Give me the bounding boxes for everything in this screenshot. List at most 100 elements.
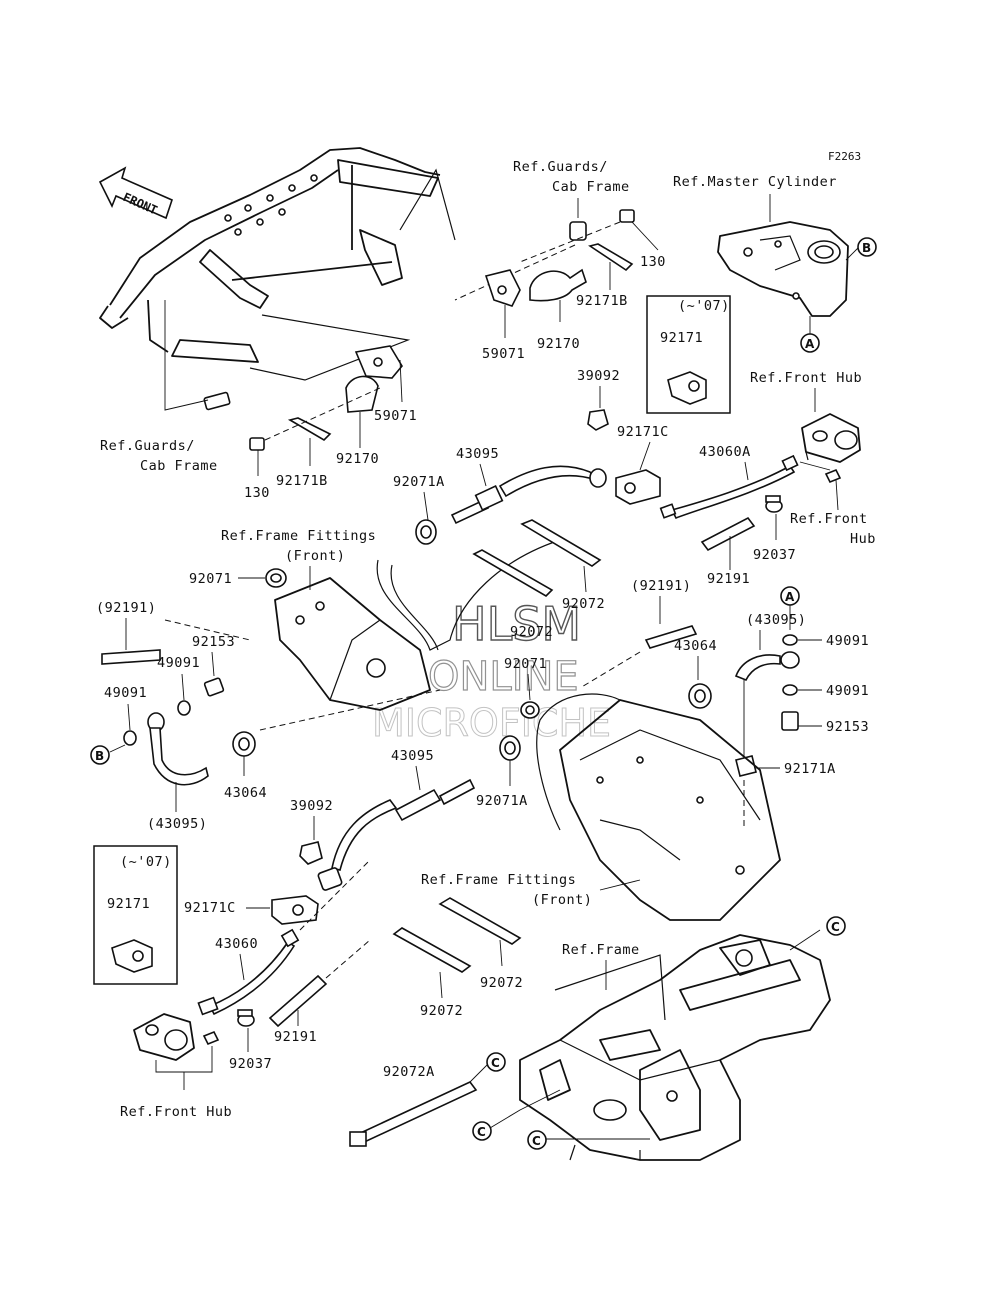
ref-guards-left-line1: Ref.Guards/	[100, 438, 195, 454]
front-hub-bottom-drawing	[133, 1013, 195, 1061]
part-59071-top: 59071	[482, 346, 525, 362]
tube-92191-mid	[644, 625, 698, 649]
part-39092-mid: 39092	[290, 798, 333, 814]
part-92191-paren-mid: (92191)	[631, 578, 691, 594]
part-43095-paren-left: (43095)	[147, 816, 207, 832]
tube-92191-left	[101, 649, 161, 665]
hose-43060A	[659, 454, 799, 520]
front-hub-right-drawing	[801, 413, 861, 463]
callout-a-right: A	[780, 586, 800, 606]
part-92071-left: 92071	[189, 571, 232, 587]
clip-39092-top	[587, 409, 609, 431]
frame-fitting-left-drawing	[274, 577, 431, 711]
part-92170-mid: 92170	[336, 451, 379, 467]
tube-92191-bottom	[268, 974, 328, 1028]
ref-frame-fittings-top-line1: Ref.Frame Fittings	[221, 528, 376, 544]
part-92171C-top: 92171C	[617, 424, 669, 440]
part-92191-right: 92191	[707, 571, 750, 587]
grommet-92071-mid	[520, 701, 540, 719]
tie-92072-bottom-a	[438, 897, 522, 945]
part-92191-bottom: 92191	[274, 1029, 317, 1045]
watermark-line1: HLSM	[452, 597, 581, 651]
part-43060: 43060	[215, 936, 258, 952]
tie-92072-bottom-b	[392, 927, 472, 973]
part-92071A-mid: 92071A	[476, 793, 528, 809]
ref-frame-fittings-top-line2: (Front)	[285, 548, 345, 564]
callout-c-a: C	[486, 1052, 506, 1072]
callout-b-left: B	[90, 745, 110, 765]
bolt-130-mid	[249, 437, 265, 451]
part-92037-bottom: 92037	[229, 1056, 272, 1072]
watermark: HLSM ONLINE MICROFICHE	[372, 596, 612, 745]
callout-a-top-text: A	[805, 337, 815, 351]
clamp-92037-right	[765, 495, 783, 513]
variant-box-left-year: (~'07)	[120, 854, 172, 870]
part-92072-top2: 92072	[510, 624, 553, 640]
diagram-code: F2263	[828, 150, 861, 163]
washer-49091-right-b	[782, 684, 798, 696]
part-49091-left-a: 49091	[157, 655, 200, 671]
ref-frame-fittings-mid-line2: (Front)	[532, 892, 592, 908]
part-43095-mid: 43095	[391, 748, 434, 764]
callout-c-c-text: C	[477, 1125, 486, 1139]
part-43095-paren-right: (43095)	[746, 612, 806, 628]
grommet-92071A-top	[415, 519, 437, 545]
washer-49091-right-a	[782, 634, 798, 646]
clip-92171A	[735, 755, 757, 777]
part-43064-left: 43064	[224, 785, 267, 801]
pipe-43095-mid	[317, 778, 476, 891]
pipe-43095-top	[450, 465, 607, 525]
part-92170-top: 92170	[537, 336, 580, 352]
part-92153-right: 92153	[826, 719, 869, 735]
grommet-43064-right	[688, 683, 712, 709]
part-92072-top: 92072	[562, 596, 605, 612]
callout-a-right-text: A	[785, 590, 795, 604]
pipe-43095-right	[734, 651, 800, 682]
tie-92072-top-b	[472, 549, 554, 598]
clamp-92170-top	[529, 268, 587, 302]
ref-frame: Ref.Frame	[562, 942, 640, 958]
variant-box-right-part: 92171	[660, 330, 703, 346]
watermark-line3: MICROFICHE	[372, 701, 611, 745]
watermark-line2: ONLINE	[428, 654, 579, 700]
master-cylinder-drawing	[717, 221, 849, 317]
callout-a-top: A	[800, 333, 820, 353]
callout-b-left-text: B	[95, 749, 104, 763]
part-130-mid: 130	[244, 485, 270, 501]
part-49091-right-b: 49091	[826, 683, 869, 699]
part-49091-left-b: 49091	[104, 685, 147, 701]
clamp-92037-bottom	[237, 1009, 255, 1027]
ref-guards-top-line2: Cab Frame	[552, 179, 630, 195]
ref-guards-left-line2: Cab Frame	[140, 458, 218, 474]
plate-92171B-mid	[287, 417, 332, 442]
frame-fitting-right-drawing	[559, 699, 781, 921]
part-92153-left: 92153	[192, 634, 235, 650]
part-92072A: 92072A	[383, 1064, 435, 1080]
part-92171C-mid: 92171C	[184, 900, 236, 916]
grommet-92071-left	[265, 568, 287, 588]
tie-92072A	[349, 1081, 478, 1147]
part-43064-right: 43064	[674, 638, 717, 654]
part-59071-mid: 59071	[374, 408, 417, 424]
grommet-43064-left	[232, 731, 256, 757]
ref-guards-top-line1: Ref.Guards/	[513, 159, 608, 175]
part-92171B-top: 92171B	[576, 293, 628, 309]
variant-box-right: (~'07) 92171	[646, 295, 731, 414]
ref-front-hub-right: Ref.Front Hub	[750, 370, 862, 386]
clip-39092-mid	[299, 841, 323, 865]
part-39092-top: 39092	[577, 368, 620, 384]
clip-92171C-top	[615, 469, 661, 505]
bracket-59071-top	[484, 269, 521, 307]
bolt-92153-left	[203, 677, 225, 697]
ref-front-hub-right2-line2: Hub	[850, 531, 876, 547]
callout-c-d: C	[527, 1130, 547, 1150]
part-92071-mid: 92071	[504, 656, 547, 672]
part-92037-right: 92037	[753, 547, 796, 563]
grommet-92071A-mid	[499, 735, 521, 761]
tube-92191-right	[700, 516, 756, 552]
callout-c-b-text: C	[831, 920, 840, 934]
hose-43060	[197, 928, 300, 1016]
guards-cab-frame-drawing	[99, 147, 456, 381]
front-arrow: FRONT	[98, 166, 173, 220]
